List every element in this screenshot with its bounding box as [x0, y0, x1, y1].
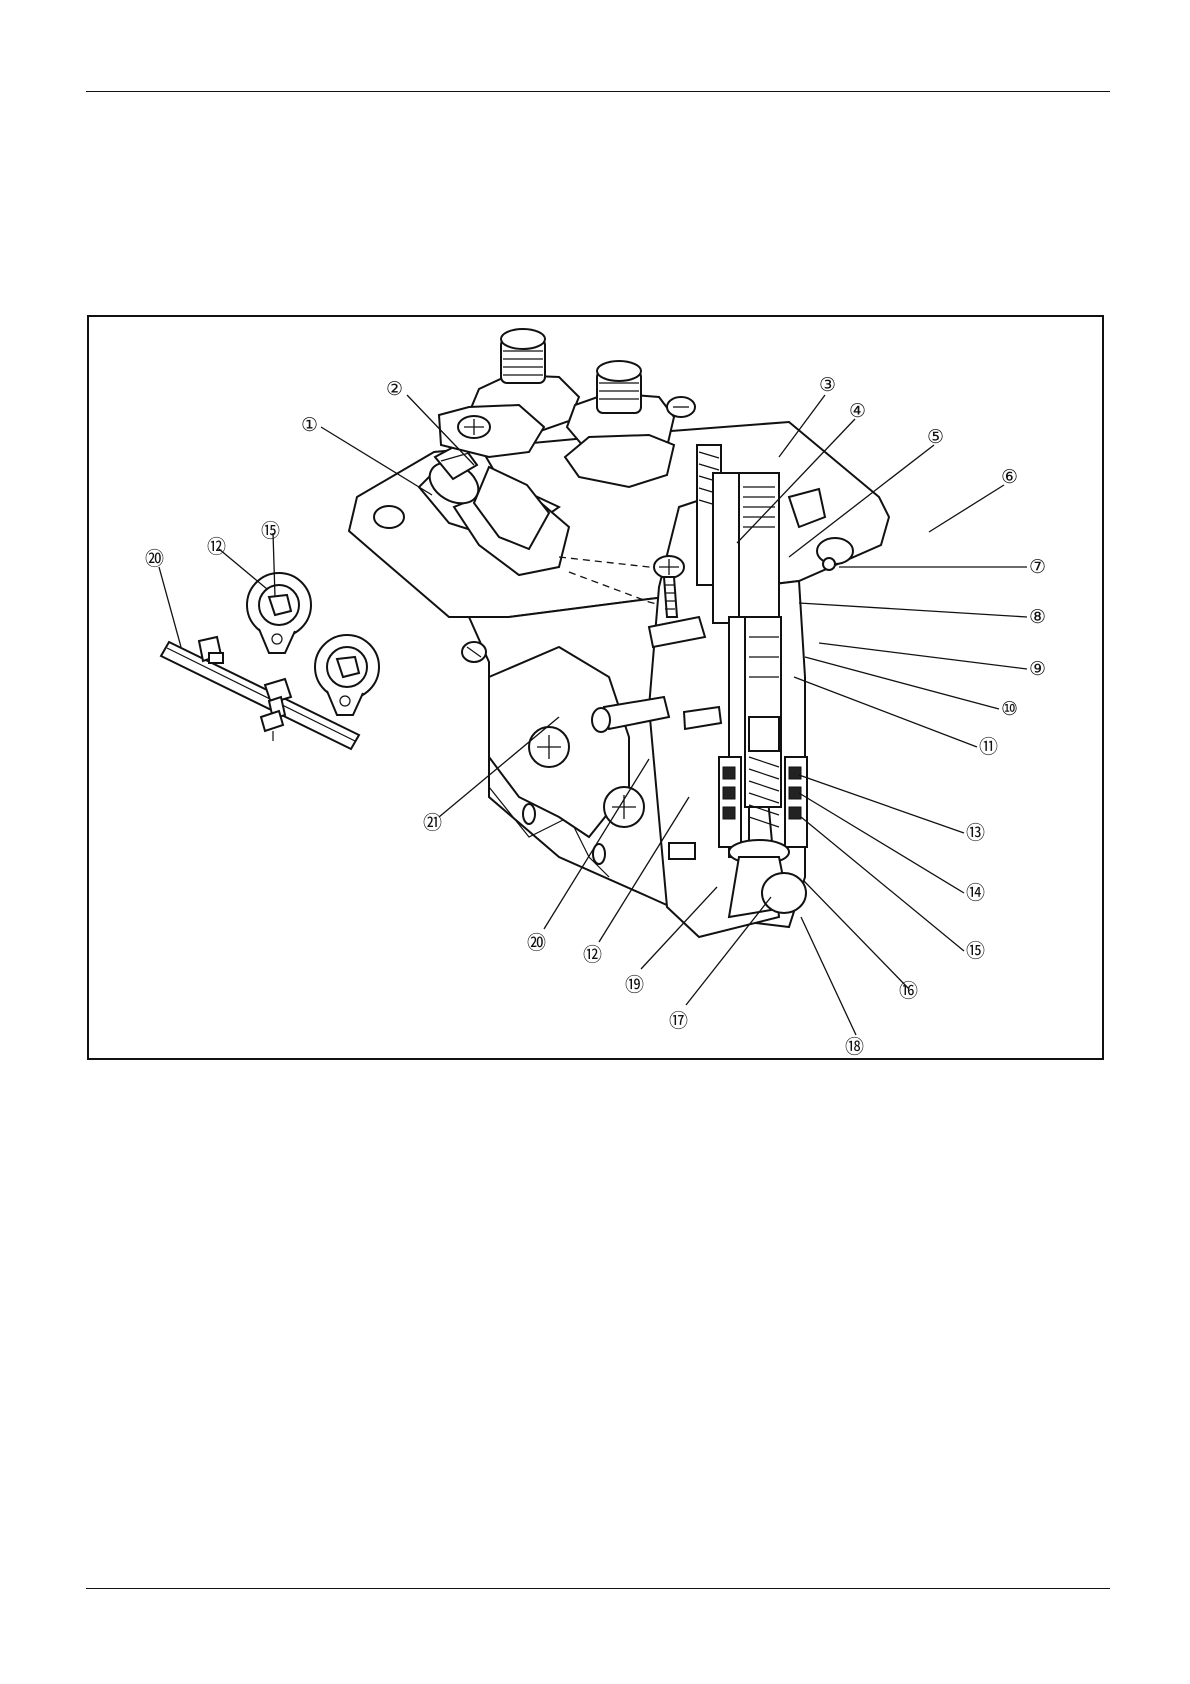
callout-16: ⑯	[899, 980, 918, 1002]
figure-frame: ① ② ③ ④ ⑤ ⑥ ⑦ ⑧ ⑨ ⑩ ⑪ ⑬ ⑭ ⑮ ⑯ ⑱ ⑰ ⑲ ⑫ ⑳ …	[87, 315, 1104, 1060]
callout-18: ⑱	[845, 1036, 864, 1058]
callout-5: ⑤	[927, 426, 944, 448]
pump-body	[349, 329, 889, 937]
callout-6: ⑥	[1001, 466, 1018, 488]
inset-callout-12: ⑫	[207, 536, 226, 558]
callout-20: ⑳	[527, 932, 546, 954]
callout-1: ①	[301, 414, 318, 436]
header-rule	[86, 91, 1110, 92]
callout-10: ⑩	[1001, 698, 1018, 720]
callout-9: ⑨	[1029, 658, 1046, 680]
callout-21: ㉑	[423, 812, 442, 834]
fuel-injection-pump-illustration: ① ② ③ ④ ⑤ ⑥ ⑦ ⑧ ⑨ ⑩ ⑪ ⑬ ⑭ ⑮ ⑯ ⑱ ⑰ ⑲ ⑫ ⑳ …	[89, 317, 1102, 1058]
callout-7: ⑦	[1029, 556, 1046, 578]
callout-14: ⑭	[966, 882, 985, 904]
callout-17: ⑰	[669, 1010, 688, 1032]
callout-13: ⑬	[966, 822, 985, 844]
callout-12: ⑫	[583, 944, 602, 966]
callout-19: ⑲	[625, 974, 644, 996]
callout-3: ③	[819, 374, 836, 396]
inset-callout-20: ⑳	[145, 548, 164, 570]
inset-rack-detail	[161, 573, 379, 749]
callout-8: ⑧	[1029, 606, 1046, 628]
footer-rule	[86, 1588, 1110, 1589]
inset-callout-15: ⑮	[261, 520, 280, 542]
callout-2: ②	[386, 378, 403, 400]
delivery-holder-a	[439, 329, 579, 457]
callout-11: ⑪	[979, 736, 998, 758]
callout-4: ④	[849, 400, 866, 422]
callout-15: ⑮	[966, 940, 985, 962]
